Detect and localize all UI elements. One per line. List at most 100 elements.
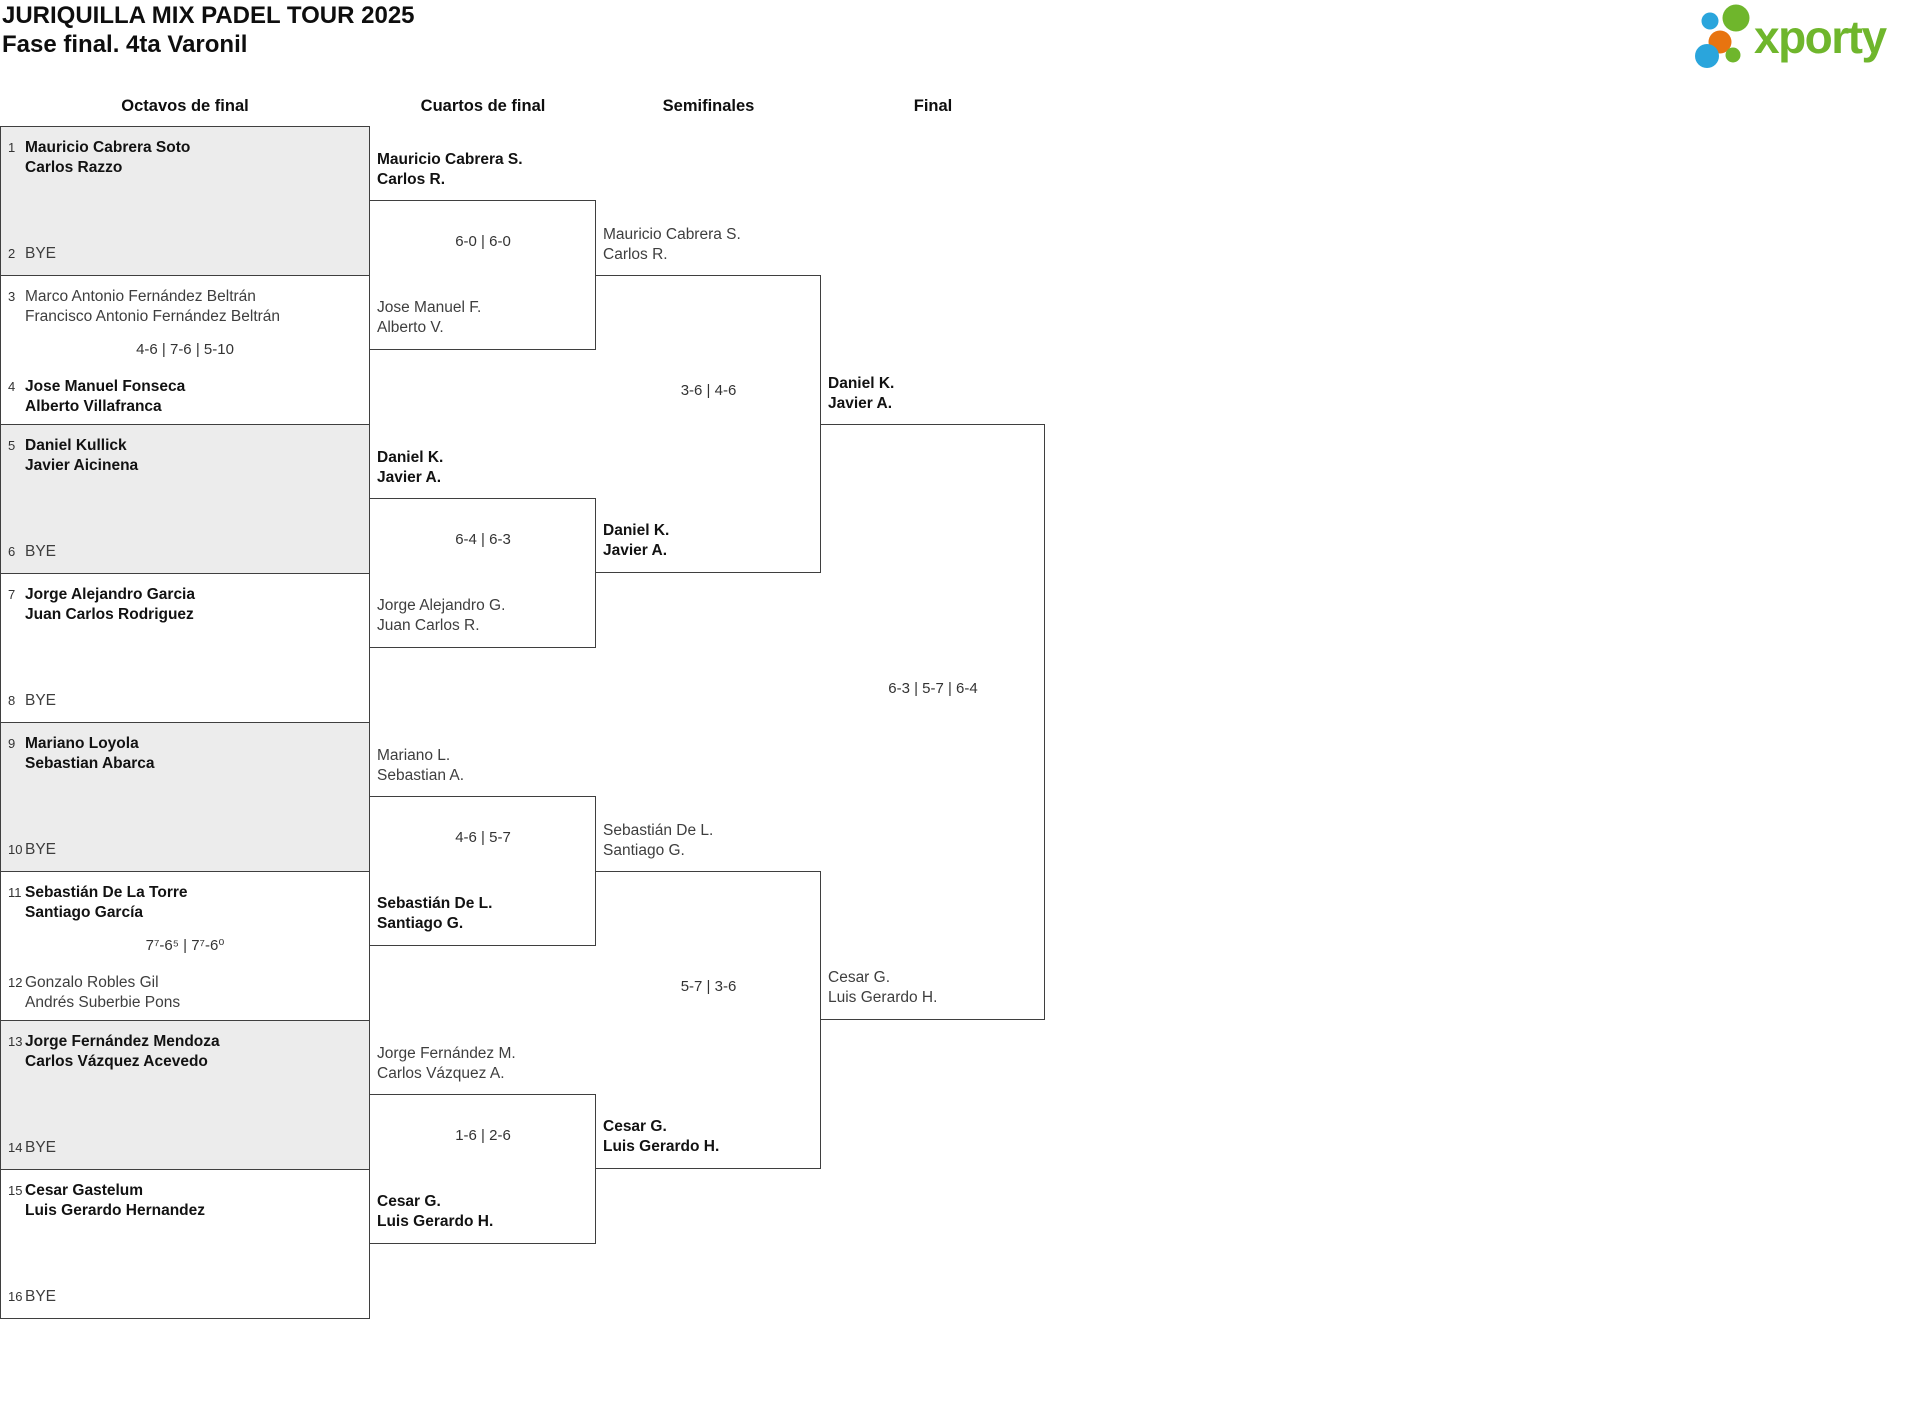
column-header-semifinales: Semifinales bbox=[662, 97, 755, 115]
player-line-2: Santiago G. bbox=[603, 841, 685, 859]
player-line-2: Luis Gerardo Hernandez bbox=[25, 1201, 206, 1219]
seed-2: 2 bbox=[8, 245, 16, 261]
team-names: Marco Antonio Fernández Beltrán Francisc… bbox=[25, 287, 280, 326]
xporty-logo: xporty bbox=[1695, 4, 1889, 68]
seed-6: 6 bbox=[8, 543, 16, 559]
r16-match-7: 13 Jorge Fernández Mendoza Carlos Vázque… bbox=[0, 1020, 370, 1170]
seed-1: 1 bbox=[8, 140, 16, 155]
sf1-team-top: Mauricio Cabrera S. Carlos R. bbox=[603, 225, 741, 264]
qf4-team-top: Jorge Fernández M. Carlos Vázquez A. bbox=[377, 1044, 516, 1083]
bye-label: BYE bbox=[25, 691, 57, 709]
player-line-1: Jose Manuel F. bbox=[377, 299, 482, 316]
player-line-2: Luis Gerardo H. bbox=[603, 1137, 720, 1155]
r16-m2-team-top: 3 Marco Antonio Fernández Beltrán Franci… bbox=[8, 287, 365, 326]
player-line-1: Cesar G. bbox=[828, 969, 891, 986]
player-line-2: Andrés Suberbie Pons bbox=[25, 993, 181, 1011]
r16-m3-team-bottom: 6 BYE bbox=[8, 542, 365, 562]
player-line-2: Carlos Vázquez Acevedo bbox=[25, 1052, 208, 1070]
player-line-2: Luis Gerardo H. bbox=[828, 988, 938, 1006]
r16-m1-team-top: 1 Mauricio Cabrera Soto Carlos Razzo bbox=[8, 138, 365, 177]
qf3-team-bottom: Sebastián De L. Santiago G. bbox=[377, 894, 492, 933]
player-line-2: Carlos R. bbox=[603, 245, 668, 263]
player-line-2: Santiago G. bbox=[377, 914, 464, 932]
qf-match-1-box bbox=[370, 200, 596, 350]
team-names: BYE bbox=[25, 1138, 56, 1158]
qf-match-4-box bbox=[370, 1094, 596, 1244]
final-team-bottom: Cesar G. Luis Gerardo H. bbox=[828, 968, 937, 1007]
sf1-team-bottom: Daniel K. Javier A. bbox=[603, 521, 669, 560]
bye-label: BYE bbox=[25, 244, 57, 262]
r16-m6-team-bottom: 12 Gonzalo Robles Gil Andrés Suberbie Po… bbox=[8, 973, 365, 1012]
r16-m8-team-bottom: 16 BYE bbox=[8, 1287, 365, 1307]
qf3-team-top: Mariano L. Sebastian A. bbox=[377, 746, 464, 785]
player-line-2: Sebastian A. bbox=[377, 766, 465, 784]
player-line-2: Carlos Razzo bbox=[25, 158, 123, 176]
r16-m5-team-top: 9 Mariano Loyola Sebastian Abarca bbox=[8, 734, 365, 773]
player-line-1: Jorge Alejandro Garcia bbox=[25, 586, 195, 603]
player-line-1: Mauricio Cabrera S. bbox=[603, 226, 741, 243]
player-line-1: Cesar G. bbox=[603, 1118, 667, 1135]
seed-5: 5 bbox=[8, 438, 16, 453]
seed-15: 15 bbox=[8, 1183, 23, 1198]
team-names: Jorge Fernández Mendoza Carlos Vázquez A… bbox=[25, 1032, 220, 1071]
qf4-score: 1-6 | 2-6 bbox=[455, 1127, 511, 1144]
r16-m2-team-bottom: 4 Jose Manuel Fonseca Alberto Villafranc… bbox=[8, 377, 365, 416]
qf-match-2-box bbox=[370, 498, 596, 648]
r16-match-2: 3 Marco Antonio Fernández Beltrán Franci… bbox=[0, 275, 370, 425]
seed-14: 14 bbox=[8, 1139, 23, 1155]
player-line-1: Sebastián De L. bbox=[377, 895, 493, 912]
team-names: BYE bbox=[25, 244, 56, 264]
player-line-1: Daniel Kullick bbox=[25, 437, 127, 454]
player-line-1: Mariano Loyola bbox=[25, 735, 139, 752]
seed-8: 8 bbox=[8, 692, 16, 708]
logo-dot-blue-large bbox=[1695, 44, 1719, 68]
team-names: Mariano Loyola Sebastian Abarca bbox=[25, 734, 155, 773]
seed-3: 3 bbox=[8, 289, 16, 304]
player-line-1: Daniel K. bbox=[828, 375, 895, 392]
r16-m8-team-top: 15 Cesar Gastelum Luis Gerardo Hernandez bbox=[8, 1181, 365, 1220]
player-line-2: Javier A. bbox=[603, 541, 668, 559]
player-line-2: Juan Carlos Rodriguez bbox=[25, 605, 194, 623]
r16-m5-team-bottom: 10 BYE bbox=[8, 840, 365, 860]
team-names: BYE bbox=[25, 691, 56, 711]
player-line-2: Javier A. bbox=[377, 468, 442, 486]
player-line-2: Alberto V. bbox=[377, 318, 444, 336]
seed-9: 9 bbox=[8, 736, 16, 751]
logo-dot-green-large bbox=[1722, 4, 1750, 32]
r16-m3-team-top: 5 Daniel Kullick Javier Aicinena bbox=[8, 436, 365, 475]
sf-match-1-box bbox=[596, 275, 821, 573]
player-line-1: Marco Antonio Fernández Beltrán bbox=[25, 288, 256, 305]
seed-10: 10 bbox=[8, 841, 23, 857]
player-line-2: Francisco Antonio Fernández Beltrán bbox=[25, 307, 281, 325]
qf3-score: 4-6 | 5-7 bbox=[455, 829, 511, 846]
column-header-final: Final bbox=[913, 97, 953, 115]
sf2-team-top: Sebastián De L. Santiago G. bbox=[603, 821, 713, 860]
player-line-1: Jorge Alejandro G. bbox=[377, 597, 506, 614]
bye-label: BYE bbox=[25, 1138, 57, 1156]
logo-dot-green-small bbox=[1725, 47, 1741, 63]
seed-4: 4 bbox=[8, 379, 16, 394]
qf1-team-bottom: Jose Manuel F. Alberto V. bbox=[377, 298, 481, 337]
team-names: Gonzalo Robles Gil Andrés Suberbie Pons bbox=[25, 973, 180, 1012]
player-line-1: Mariano L. bbox=[377, 747, 451, 764]
column-header-octavos: Octavos de final bbox=[121, 97, 249, 115]
team-names: Jose Manuel Fonseca Alberto Villafranca bbox=[25, 377, 185, 416]
qf2-team-bottom: Jorge Alejandro G. Juan Carlos R. bbox=[377, 596, 505, 635]
seed-13: 13 bbox=[8, 1034, 23, 1049]
r16-m6-team-top: 11 Sebastián De La Torre Santiago García bbox=[8, 883, 365, 922]
final-team-top: Daniel K. Javier A. bbox=[828, 374, 894, 413]
player-line-2: Santiago García bbox=[25, 903, 144, 921]
r16-match-1: 1 Mauricio Cabrera Soto Carlos Razzo 2 B… bbox=[0, 126, 370, 276]
seed-12: 12 bbox=[8, 975, 23, 990]
team-names: Mauricio Cabrera Soto Carlos Razzo bbox=[25, 138, 190, 177]
player-line-2: Carlos R. bbox=[377, 170, 446, 188]
player-line-2: Javier A. bbox=[828, 394, 893, 412]
player-line-2: Luis Gerardo H. bbox=[377, 1212, 494, 1230]
qf2-team-top: Daniel K. Javier A. bbox=[377, 448, 443, 487]
seed-16: 16 bbox=[8, 1288, 23, 1304]
player-line-2: Carlos Vázquez A. bbox=[377, 1064, 505, 1082]
player-line-1: Jorge Fernández Mendoza bbox=[25, 1033, 220, 1050]
bye-label: BYE bbox=[25, 840, 57, 858]
qf2-score: 6-4 | 6-3 bbox=[455, 531, 511, 548]
final-score: 6-3 | 5-7 | 6-4 bbox=[888, 680, 978, 697]
